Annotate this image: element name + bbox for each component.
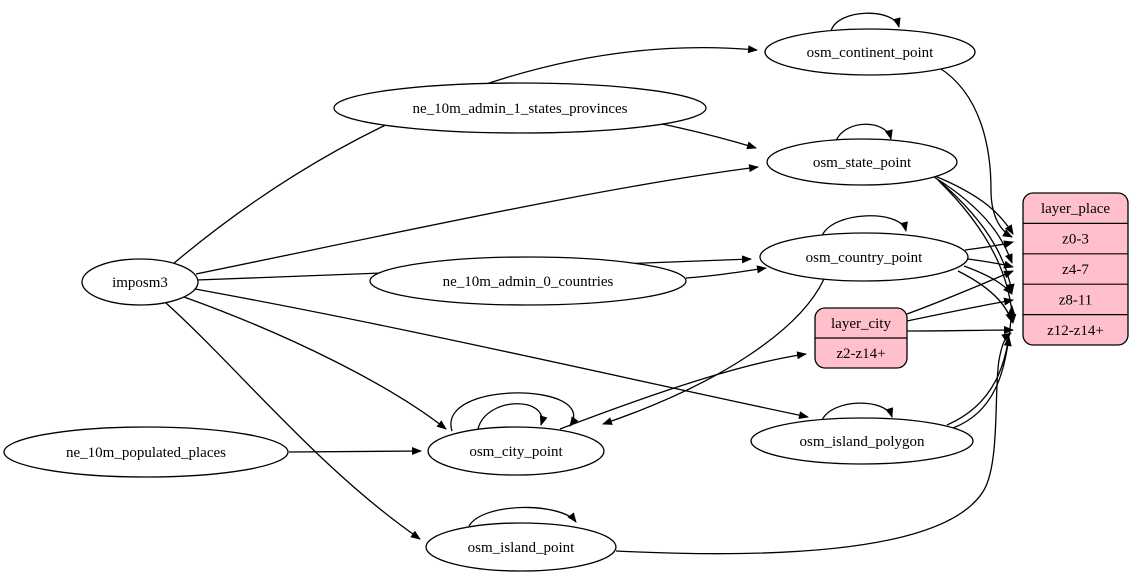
edge-osm_island_polygon-to-layer_place-z12-z14+: [952, 336, 1012, 429]
node-osm_country_point: osm_country_point: [759, 232, 969, 282]
self-loop-osm_island_polygon-to-osm_island_polygon: [821, 402, 894, 421]
node-osm_island_polygon: osm_island_polygon: [750, 417, 974, 465]
node-shape-osm_island_point: [425, 522, 617, 572]
edge-osm_country_point-to-layer_place-z0-3: [964, 240, 1014, 251]
edges: [165, 12, 1017, 555]
edge-osm_state_point-to-layer_place-z8-11: [936, 178, 1015, 294]
self-loop-osm_city_point-to-osm_city_point: [477, 403, 548, 430]
node-shape-ne_10m_admin_0_countries: [369, 256, 687, 306]
edge-osm_country_point-to-layer_place-z8-11: [963, 265, 1013, 295]
edge-osm_island_point-to-layer_place-z12-z14+: [615, 332, 1012, 555]
node-label-osm_city_point: osm_city_point: [469, 444, 563, 460]
node-ne_10m_admin_1_states_provinces: ne_10m_admin_1_states_provinces: [333, 82, 707, 134]
self-loop-osm_city_point-to-osm_city_point: [450, 392, 579, 432]
node-shape-osm_continent_point: [764, 28, 976, 76]
record-row-layer_place-z8-11: z8-11: [1059, 292, 1093, 308]
node-label-osm_island_point: osm_island_point: [468, 540, 576, 556]
self-loop-osm_island_point-to-osm_island_point: [468, 506, 577, 527]
edge-imposm3-to-osm_island_polygon: [194, 288, 809, 420]
edge-osm_country_point-to-layer_place-z4-7: [967, 258, 1014, 269]
edge-osm_state_point-to-layer_place-z4-7: [933, 176, 1013, 264]
node-ne_10m_populated_places: ne_10m_populated_places: [3, 426, 289, 478]
self-loop-osm_country_point-to-osm_country_point: [821, 215, 908, 237]
edge-layer_city-to-layer_place-z12-z14+: [906, 326, 1014, 335]
node-shape-ne_10m_populated_places: [3, 426, 289, 478]
node-label-ne_10m_populated_places: ne_10m_populated_places: [66, 445, 226, 461]
node-osm_city_point: osm_city_point: [427, 426, 605, 476]
node-shape-layer_place: [1022, 192, 1129, 346]
edge-ne_10m_admin_1_states_provinces-to-osm_state_point: [661, 123, 757, 150]
node-imposm3: imposm3: [81, 258, 199, 306]
node-label-ne_10m_admin_0_countries: ne_10m_admin_0_countries: [443, 274, 614, 290]
node-label-osm_country_point: osm_country_point: [806, 250, 923, 266]
node-ne_10m_admin_0_countries: ne_10m_admin_0_countries: [369, 256, 687, 306]
edge-ne_10m_populated_places-to-osm_city_point: [288, 447, 422, 456]
node-shape-osm_country_point: [759, 232, 969, 282]
edge-osm_continent_point-to-layer_place-z0-3: [937, 66, 1013, 238]
edge-osm_country_point-to-osm_city_point: [602, 278, 825, 425]
node-shape-ne_10m_admin_1_states_provinces: [333, 82, 707, 134]
nodes: imposm3 ne_10m_admin_1_states_provincesne…: [3, 28, 1129, 572]
node-osm_state_point: osm_state_point: [766, 138, 958, 186]
record-row-layer_place-layer_place: layer_place: [1041, 201, 1110, 217]
node-label-ne_10m_admin_1_states_provinces: ne_10m_admin_1_states_provinces: [413, 101, 628, 117]
node-layer_city: layer_city z2-z14+: [814, 307, 908, 369]
edge-osm_state_point-to-layer_place-z0-3: [929, 173, 1014, 235]
edge-osm_city_point-to-layer_city-z2-z14+: [559, 351, 807, 430]
node-layer_place: layer_place z0-3 z4-7 z8-11 z12-z14+: [1022, 192, 1129, 346]
node-label-osm_state_point: osm_state_point: [813, 155, 912, 171]
edge-imposm3-to-osm_continent_point: [172, 45, 758, 265]
record-row-layer_place-z0-3: z0-3: [1062, 232, 1089, 248]
record-row-layer_place-z4-7: z4-7: [1062, 262, 1089, 278]
edge-imposm3-to-osm_island_point: [165, 302, 421, 540]
node-shape-osm_state_point: [766, 138, 958, 186]
node-osm_continent_point: osm_continent_point: [764, 28, 976, 76]
node-label-imposm3: imposm3: [112, 275, 168, 291]
node-label-osm_continent_point: osm_continent_point: [807, 45, 934, 61]
node-shape-imposm3: [81, 258, 199, 306]
edge-layer_city-to-layer_place-z8-11: [906, 297, 1014, 322]
node-osm_island_point: osm_island_point: [425, 522, 617, 572]
node-label-osm_island_polygon: osm_island_polygon: [799, 434, 925, 450]
edge-imposm3-to-osm_city_point: [183, 296, 447, 430]
edge-imposm3-to-osm_state_point: [195, 164, 759, 275]
self-loop-osm_state_point-to-osm_state_point: [835, 123, 893, 142]
node-shape-osm_city_point: [427, 426, 605, 476]
record-row-layer_city-z2-z14+: z2-z14+: [836, 346, 885, 362]
edge-osm_island_polygon-to-layer_place-z8-11: [946, 305, 1016, 426]
record-row-layer_city-layer_city: layer_city: [831, 316, 891, 332]
self-loop-osm_continent_point-to-osm_continent_point: [830, 12, 901, 32]
node-shape-osm_island_polygon: [750, 417, 974, 465]
record-row-layer_place-z12-z14+: z12-z14+: [1047, 323, 1104, 339]
edge-ne_10m_admin_0_countries-to-osm_country_point: [685, 265, 767, 279]
